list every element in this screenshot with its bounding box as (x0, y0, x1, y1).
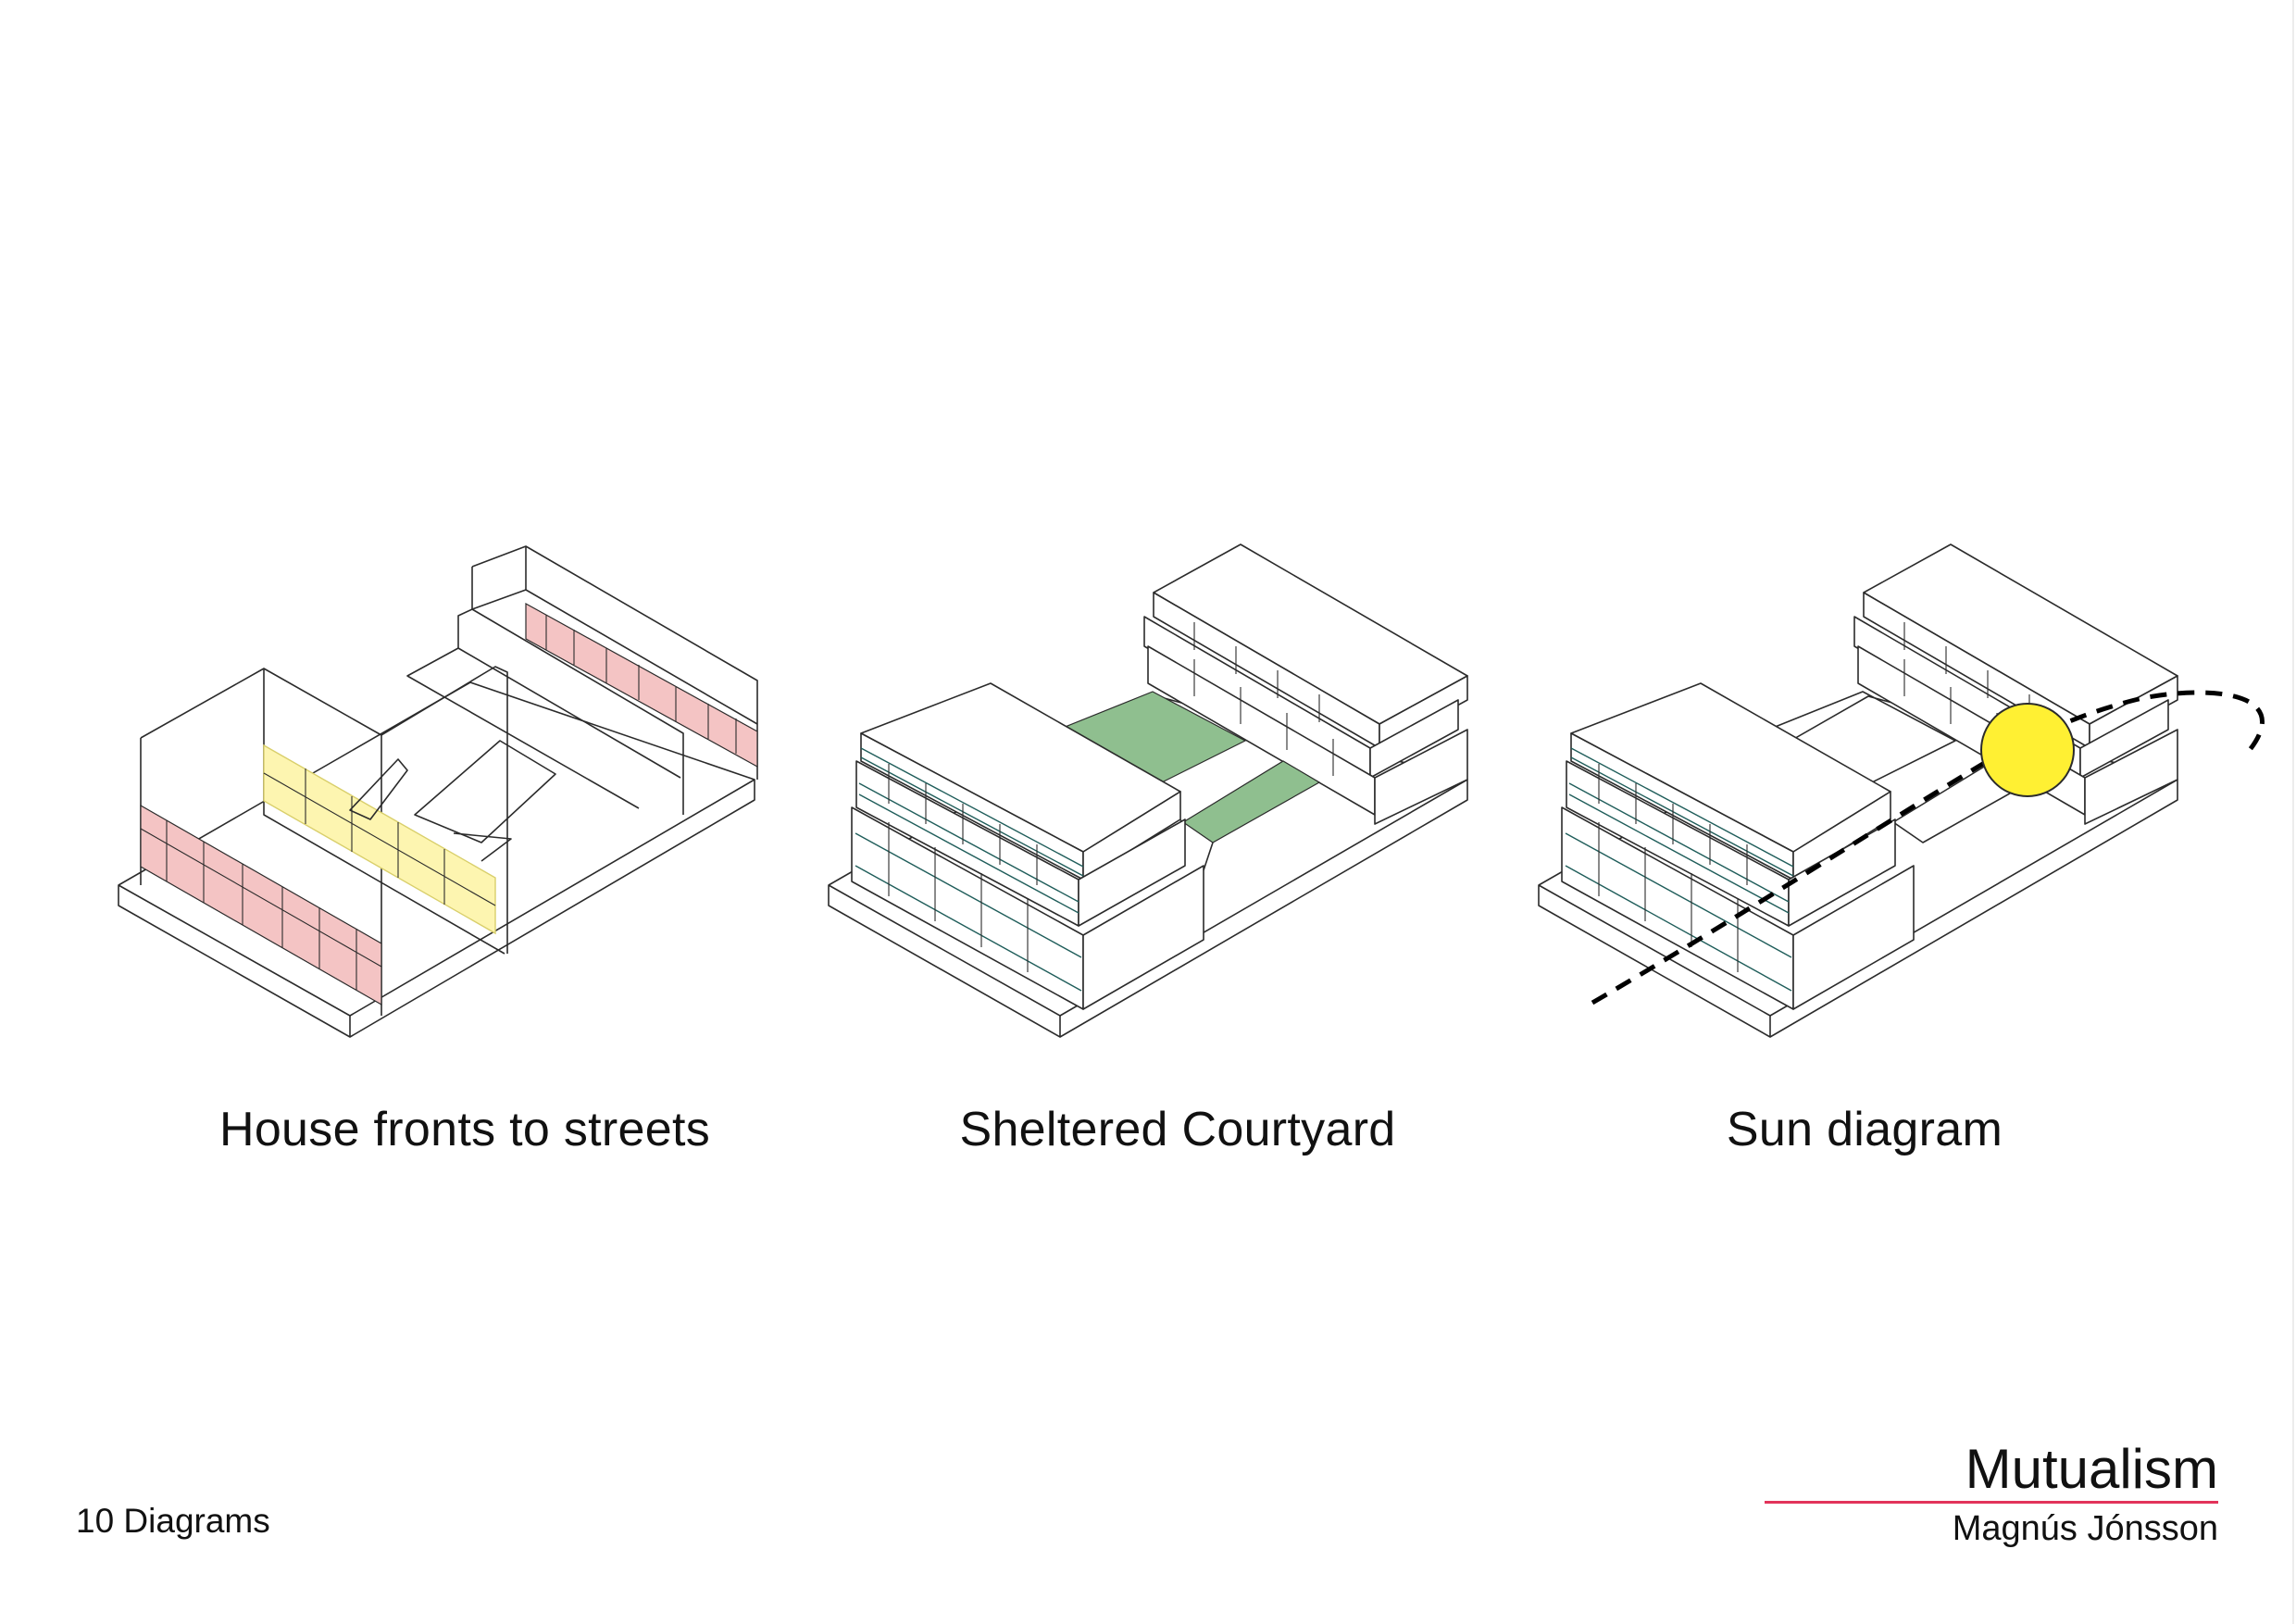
page-edge (2292, 0, 2294, 1624)
section-label: 10 Diagrams (76, 1502, 270, 1540)
caption-sheltered-courtyard: Sheltered Courtyard (959, 1103, 1396, 1156)
sun-path (1591, 690, 2265, 1006)
project-title: Mutualism (1965, 1438, 2218, 1500)
diagram-sheltered-courtyard (828, 543, 1468, 1038)
author-name: Magnús Jónsson (1952, 1509, 2218, 1548)
front-street-front-highlight (140, 804, 382, 1006)
diagram-house-fronts (118, 545, 758, 1038)
diagram-sun (1538, 543, 2265, 1038)
courtyard-green-lower (1181, 760, 1321, 843)
caption-sun-diagram: Sun diagram (1726, 1103, 2003, 1156)
caption-house-fronts: House fronts to streets (218, 1103, 711, 1156)
rear-street-front-highlight (525, 602, 758, 768)
sun-icon (1980, 703, 2075, 797)
title-rule (1765, 1501, 2218, 1504)
